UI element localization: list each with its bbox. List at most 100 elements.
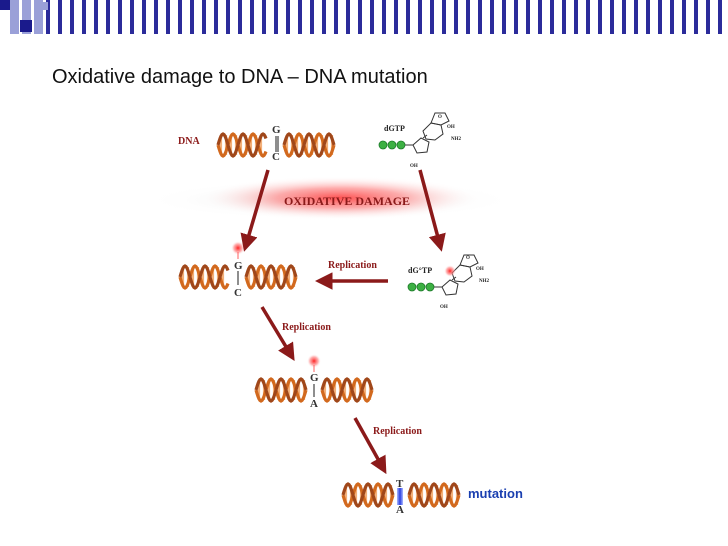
dgtp-label: dGTP — [384, 124, 405, 133]
header-stripe — [454, 0, 458, 34]
header-stripe — [178, 0, 182, 34]
header-square — [20, 20, 32, 32]
header-stripe — [610, 0, 614, 34]
header-stripe — [574, 0, 578, 34]
damage-glow — [200, 176, 480, 220]
dgtp-molecule — [378, 112, 450, 154]
header-stripe — [70, 0, 74, 34]
header-stripe — [358, 0, 362, 34]
helix-strand — [254, 377, 308, 403]
phosphate-group — [407, 282, 417, 292]
header-stripe — [214, 0, 218, 34]
header-stripe — [562, 0, 566, 34]
header-stripe — [394, 0, 398, 34]
header-stripe — [682, 0, 686, 34]
header-stripe — [622, 0, 626, 34]
header-stripe — [706, 0, 710, 34]
helix-strand — [341, 482, 395, 508]
atom-oh-1: OH — [447, 125, 455, 130]
slide-title: Oxidative damage to DNA – DNA mutation — [52, 66, 428, 88]
atom-o-1: O — [438, 115, 442, 120]
base-mutated-bottom: A — [396, 504, 404, 516]
header-stripe — [718, 0, 722, 34]
header-stripe — [406, 0, 410, 34]
mutation-label: mutation — [468, 486, 523, 501]
sugar-ring — [412, 137, 430, 154]
header-stripe — [142, 0, 146, 34]
replication-label-2: Replication — [282, 322, 331, 333]
base-mispaired-bottom: A — [310, 398, 318, 410]
header-stripe — [82, 0, 86, 34]
replication-label-1: Replication — [328, 260, 377, 271]
header-stripe — [166, 0, 170, 34]
header-stripe — [310, 0, 314, 34]
header-stripe — [286, 0, 290, 34]
header-stripe — [190, 0, 194, 34]
header-stripe — [346, 0, 350, 34]
header-stripe — [106, 0, 110, 34]
header-stripe — [502, 0, 506, 34]
header-stripe — [526, 0, 530, 34]
base-mispaired-top: G — [310, 372, 319, 384]
purine-ring — [422, 122, 444, 141]
header-stripe — [202, 0, 206, 34]
header-stripe — [274, 0, 278, 34]
dna-helix-damaged-right — [244, 264, 298, 290]
helix-strand — [216, 132, 268, 158]
header-stripe — [238, 0, 242, 34]
atom-nh2-2: NH2 — [479, 279, 490, 284]
molecule-bond — [422, 134, 428, 139]
helix-strand — [254, 377, 308, 403]
header-stripe — [118, 0, 122, 34]
header-square — [0, 0, 10, 10]
header-stripe — [550, 0, 554, 34]
helix-strand — [282, 132, 336, 158]
phosphate-group — [396, 140, 406, 150]
helix-strand — [244, 264, 298, 290]
header-stripe — [262, 0, 266, 34]
oxidized-site-marker — [444, 265, 456, 277]
header-stripe — [658, 0, 662, 34]
base-original-top: G — [272, 124, 281, 136]
molecule-bond — [451, 276, 457, 281]
arrow-replication-3 — [353, 417, 387, 475]
header-stripe — [46, 0, 50, 34]
atom-o-2: O — [466, 256, 470, 261]
base-mutated-top: T — [396, 478, 404, 490]
header-stripe — [10, 0, 19, 34]
phosphate-group — [425, 282, 435, 292]
phosphate-group — [416, 282, 426, 292]
dna-helix-mispaired-right — [320, 377, 374, 403]
base-original-bottom: C — [272, 151, 280, 163]
purine-ring — [430, 112, 450, 126]
header-stripe — [94, 0, 98, 34]
header-stripe — [490, 0, 494, 34]
header-stripe — [478, 0, 482, 34]
header-stripe — [58, 0, 62, 34]
dna-helix-original-left — [216, 132, 268, 158]
header-stripe — [22, 0, 31, 34]
header-stripe — [634, 0, 638, 34]
header-stripe — [298, 0, 302, 34]
base-damaged-top: G — [234, 260, 243, 272]
base-damaged-bottom: C — [234, 287, 242, 299]
header-stripe — [598, 0, 602, 34]
damaged-dgtp-molecule — [407, 254, 479, 296]
header-stripe — [670, 0, 674, 34]
oxidative-damage-label: OXIDATIVE DAMAGE — [284, 194, 410, 208]
helix-strand — [407, 482, 461, 508]
header-stripe — [226, 0, 230, 34]
helix-strand — [341, 482, 395, 508]
header-stripe — [586, 0, 590, 34]
replication-label-3: Replication — [373, 426, 422, 437]
dna-helix-original-right — [282, 132, 336, 158]
header-stripe — [466, 0, 470, 34]
arrow-dna-to-damaged — [240, 169, 270, 252]
header-stripe — [442, 0, 446, 34]
header-stripe — [430, 0, 434, 34]
header-stripe-decoration — [0, 0, 722, 34]
helix-strand — [320, 377, 374, 403]
phosphate-group — [378, 140, 388, 150]
header-stripe — [34, 0, 43, 34]
header-stripe — [130, 0, 134, 34]
